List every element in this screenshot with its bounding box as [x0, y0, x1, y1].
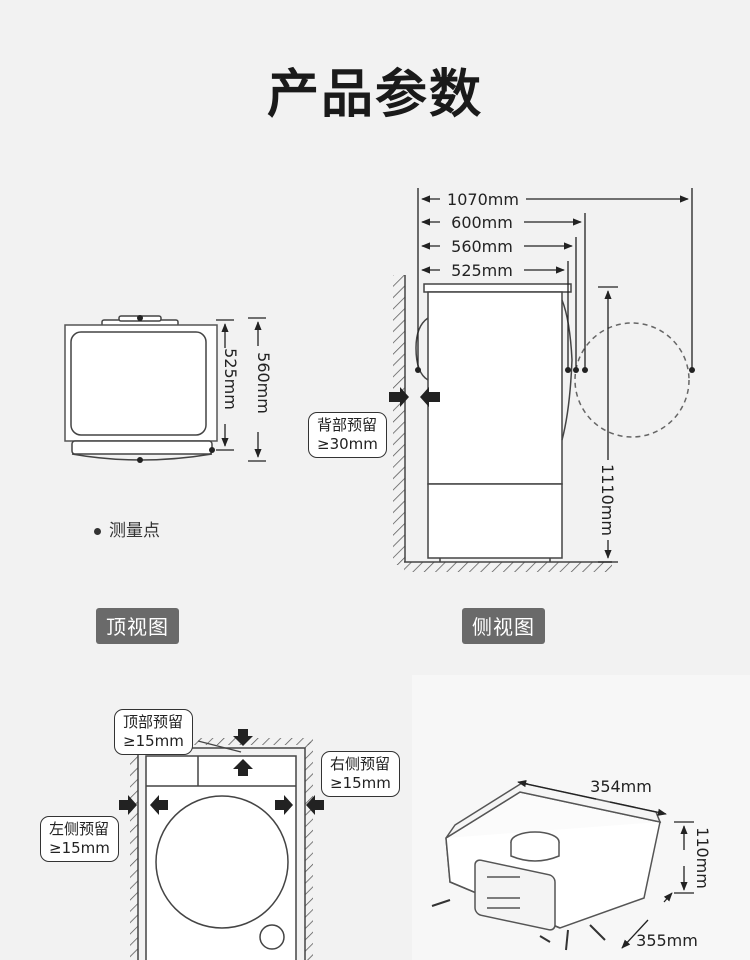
right-clearance-line1: 右侧预留	[330, 755, 391, 773]
side-view-dimension-lines	[417, 188, 693, 563]
left-clearance-line2: ≥15mm	[49, 839, 110, 857]
top-view-drawing	[64, 315, 218, 461]
left-clearance-line1: 左侧预留	[49, 820, 110, 838]
top-note-leader	[197, 740, 242, 753]
side-dim-525: 525mm	[451, 261, 513, 280]
top-view-measure-points	[137, 315, 215, 463]
legend-label: 测量点	[109, 521, 160, 541]
front-view-niche	[130, 738, 313, 960]
back-clearance-note: 背部预留 ≥30mm	[308, 412, 387, 458]
robot-dim-354: 354mm	[590, 777, 652, 796]
top-view-dimension-lines	[216, 317, 266, 462]
side-dim-560: 560mm	[451, 237, 513, 256]
robot-vacuum-drawing	[431, 782, 662, 951]
front-clearance-arrows	[119, 729, 324, 815]
robot-dimension-lines	[517, 780, 694, 949]
robot-dim-110: 110mm	[693, 827, 712, 889]
legend: 测量点	[94, 516, 160, 541]
right-clearance-line2: ≥15mm	[330, 774, 391, 792]
side-view-machine	[415, 283, 573, 562]
back-clearance-arrows	[389, 387, 440, 407]
top-view-dim-560: 560mm	[254, 352, 273, 414]
side-dim-1070: 1070mm	[447, 190, 519, 209]
top-view-dim-525: 525mm	[221, 348, 240, 410]
left-clearance-note: 左侧预留 ≥15mm	[40, 816, 119, 862]
top-view-tag: 顶视图	[96, 608, 179, 644]
side-dim-1110: 1110mm	[598, 464, 617, 536]
top-clearance-line1: 顶部预留	[123, 713, 184, 731]
door-swing-circle	[574, 322, 690, 438]
side-view-tag: 侧视图	[462, 608, 545, 644]
right-clearance-note: 右侧预留 ≥15mm	[321, 751, 400, 797]
front-view-machine	[145, 755, 297, 960]
robot-dim-355: 355mm	[636, 931, 698, 950]
side-dim-600: 600mm	[451, 213, 513, 232]
back-clearance-line1: 背部预留	[317, 416, 378, 434]
top-clearance-note: 顶部预留 ≥15mm	[114, 709, 193, 755]
side-view-wall	[393, 275, 612, 572]
back-clearance-line2: ≥30mm	[317, 435, 378, 453]
page-title: 产品参数	[266, 65, 483, 125]
measure-point-dot-icon	[94, 527, 101, 535]
top-clearance-line2: ≥15mm	[123, 732, 184, 750]
